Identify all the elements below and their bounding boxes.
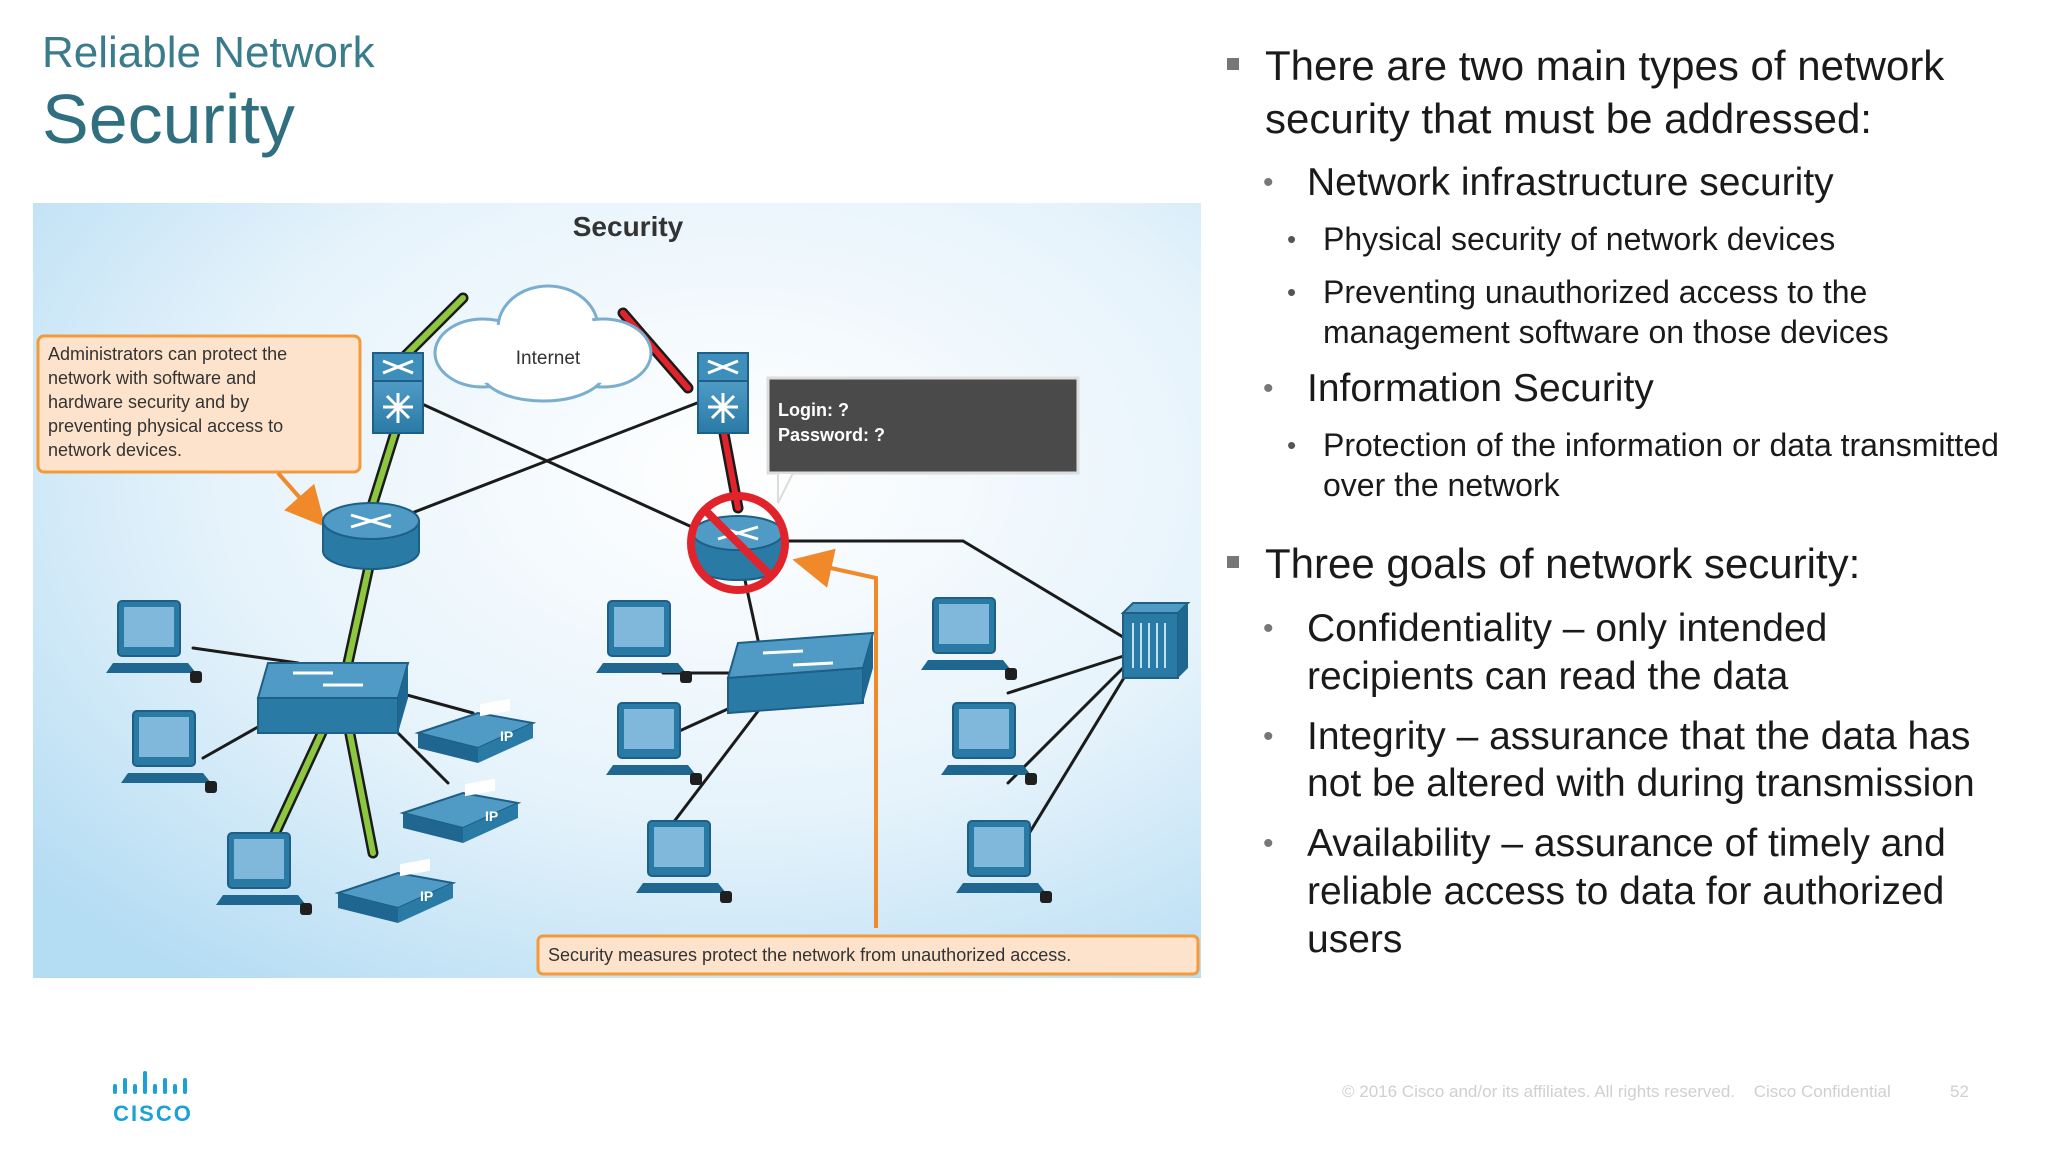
dot-bullet-icon: •: [1287, 223, 1297, 254]
pc-2: [121, 710, 217, 793]
login-line: Login: ?: [778, 400, 849, 420]
dot-bullet-icon: •: [1263, 371, 1274, 405]
bullet-text: Confidentiality – only intended recipien…: [1307, 606, 1828, 698]
ip-phone-label: IP: [500, 728, 513, 744]
no-access-icon: [687, 492, 789, 594]
admin-callout-line: network with software and: [48, 368, 256, 388]
pc-3: [216, 832, 312, 915]
switch-middle: [726, 631, 875, 715]
dot-bullet-icon: •: [1263, 166, 1274, 199]
bullet-level3: • Physical security of network devices: [1225, 219, 2005, 260]
bullet-text: There are two main types of network secu…: [1265, 42, 1945, 142]
bullet-text: Information Security: [1307, 366, 1654, 410]
ip-phone-1: IP: [414, 698, 537, 763]
bullet-level1: There are two main types of network secu…: [1225, 40, 2005, 145]
pc-9: [956, 820, 1052, 903]
bullet-text: Availability – assurance of timely and r…: [1307, 822, 1946, 962]
ip-phone-label: IP: [485, 808, 498, 824]
internet-cloud: Internet: [433, 284, 653, 403]
dot-bullet-icon: •: [1263, 719, 1274, 753]
admin-callout-line: Administrators can protect the: [48, 344, 287, 364]
ip-phone-3: IP: [334, 858, 457, 923]
pc-6: [636, 820, 732, 903]
confidential-text: Cisco Confidential: [1753, 1082, 1891, 1101]
copyright-text: © 2016 Cisco and/or its affiliates. All …: [1342, 1082, 1736, 1101]
cisco-bars-icon: [113, 1071, 187, 1094]
admin-callout: Administrators can protect the network w…: [36, 334, 362, 528]
dot-bullet-icon: •: [1287, 429, 1297, 460]
cloud-label: Internet: [516, 348, 581, 369]
bullet-level2: • Confidentiality – only intended recipi…: [1225, 605, 2005, 701]
ip-phone-label: IP: [420, 888, 433, 904]
diagram-heading: Security: [573, 211, 684, 242]
bullet-level2: • Integrity – assurance that the data ha…: [1225, 713, 2005, 809]
caption-callout: Security measures protect the network fr…: [536, 934, 1200, 976]
dot-bullet-icon: •: [1263, 611, 1274, 645]
bullet-text: Integrity – assurance that the data has …: [1307, 714, 1975, 806]
square-bullet-icon: [1227, 556, 1239, 569]
server: [1120, 602, 1191, 679]
cisco-logo: CISCO: [112, 1070, 194, 1127]
bullet-level2: • Availability – assurance of timely and…: [1225, 820, 2005, 964]
admin-callout-line: preventing physical access to: [48, 416, 283, 436]
slide-subtitle: Reliable Network: [42, 28, 375, 77]
pc-4: [596, 600, 692, 683]
admin-callout-line: hardware security and by: [48, 392, 249, 412]
bullet-list: There are two main types of network secu…: [1225, 40, 2005, 976]
pc-8: [941, 702, 1037, 785]
bullet-text: Network infrastructure security: [1307, 161, 1834, 204]
bullet-text: Three goals of network security:: [1265, 540, 1861, 588]
multilayer-switch-right: [697, 352, 749, 434]
square-bullet-icon: [1227, 58, 1239, 70]
bullet-level2: • Information Security: [1225, 365, 2005, 413]
ip-phone-2: IP: [399, 778, 522, 843]
pc-5: [606, 702, 702, 785]
bullet-level1: Three goals of network security:: [1225, 538, 2005, 591]
admin-callout-line: network devices.: [48, 440, 182, 460]
pc-1: [106, 600, 202, 683]
bullet-text: Protection of the information or data tr…: [1323, 426, 1999, 504]
dot-bullet-icon: •: [1263, 827, 1274, 861]
slide-title: Security: [42, 79, 295, 158]
bullet-level3: • Protection of the information or data …: [1225, 425, 2005, 506]
page-number: 52: [1950, 1082, 1969, 1101]
bullet-level2: • Network infrastructure security: [1225, 159, 2005, 207]
network-security-diagram: Security: [33, 203, 1201, 978]
pc-7: [921, 597, 1017, 680]
admin-callout-arrow: [276, 471, 326, 528]
cisco-wordmark: CISCO: [113, 1101, 193, 1126]
login-prompt-box: Login: ? Password: ?: [766, 376, 1080, 504]
router-left: [322, 502, 420, 570]
bullet-text: Physical security of network devices: [1323, 220, 1836, 257]
password-line: Password: ?: [778, 425, 885, 445]
slide-header: Reliable Network Security: [42, 28, 375, 158]
caption-arrow: [792, 548, 878, 928]
footer: © 2016 Cisco and/or its affiliates. All …: [1342, 1082, 1905, 1102]
svg-text:Administrators can protect the: Administrators can protect the network w…: [48, 344, 292, 460]
router-blocked: [687, 492, 789, 594]
bullet-level3: • Preventing unauthorized access to the …: [1225, 272, 2005, 353]
dot-bullet-icon: •: [1287, 276, 1297, 307]
multilayer-switch-left: [372, 352, 424, 434]
caption-text: Security measures protect the network fr…: [548, 945, 1071, 965]
bullet-text: Preventing unauthorized access to the ma…: [1323, 273, 1889, 351]
switch-left: [256, 662, 410, 734]
